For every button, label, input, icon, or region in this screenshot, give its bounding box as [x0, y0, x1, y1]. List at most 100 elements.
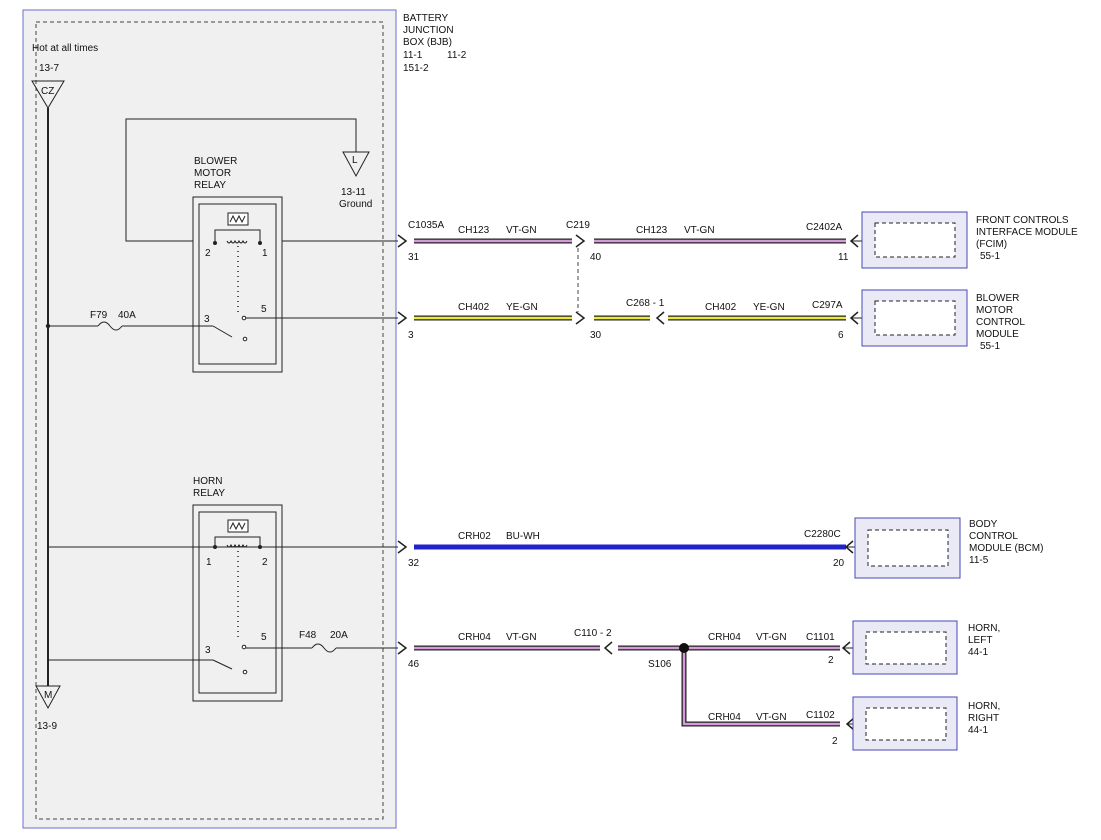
pin-3: 3: [408, 330, 414, 341]
wire-crh04: [414, 645, 840, 727]
m-label: M: [44, 690, 52, 701]
circuit-ch123-b-color: VT-GN: [684, 225, 715, 236]
circuit-crh04-a-color: VT-GN: [506, 632, 537, 643]
bjb-title-2: JUNCTION: [403, 25, 454, 36]
c268-chevron-right: [655, 311, 665, 325]
power-ref-top: 13-7: [39, 63, 59, 74]
circuit-crh04-a: CRH04: [458, 632, 491, 643]
blower-relay-pin-2: 2: [205, 248, 211, 259]
circuit-crh04-c: CRH04: [708, 712, 741, 723]
module-fcim: [861, 211, 968, 269]
bjb-ref-2: 11-2: [447, 50, 467, 61]
horn-relay-pin-3: 3: [205, 645, 211, 656]
circuit-ch402-a-color: YE-GN: [506, 302, 538, 313]
circuit-crh04-c-color: VT-GN: [756, 712, 787, 723]
cz-label: CZ: [41, 86, 54, 97]
bjb-title-3: BOX (BJB): [403, 37, 452, 48]
fcim-title-3: (FCIM): [976, 239, 1007, 250]
circuit-ch402-a: CH402: [458, 302, 490, 313]
blower-relay-pin-1: 1: [262, 248, 268, 259]
horn-right-title-2: RIGHT: [968, 713, 999, 724]
bjb-ref-3: 151-2: [403, 63, 429, 74]
horn-relay-pin-1: 1: [206, 557, 212, 568]
circuit-crh02: CRH02: [458, 531, 491, 542]
pin-31: 31: [408, 252, 420, 263]
connector-c2280c: C2280C: [804, 529, 841, 540]
horn-relay-title-1: HORN: [193, 476, 222, 487]
splice-s106: [679, 643, 689, 653]
circuit-crh04-b-color: VT-GN: [756, 632, 787, 643]
connector-c268: C268 - 1: [626, 298, 665, 309]
horn-relay-title-2: RELAY: [193, 488, 225, 499]
m-terminal-symbol: [35, 685, 61, 710]
fuse-f48-label: F48: [299, 630, 317, 641]
horn-relay: [192, 504, 283, 702]
circuit-ch123-b: CH123: [636, 225, 668, 236]
connector-c297a: C297A: [812, 300, 843, 311]
blower-relay-pin-5: 5: [261, 304, 267, 315]
circuit-ch402-b: CH402: [705, 302, 737, 313]
horn-relay-pin-2: 2: [262, 557, 268, 568]
bmcm-title-2: MOTOR: [976, 305, 1013, 316]
pin-6: 6: [838, 330, 844, 341]
circuit-ch123-a: CH123: [458, 225, 490, 236]
module-horn-right: [852, 696, 958, 751]
bcm-title-2: CONTROL: [969, 531, 1018, 542]
bmcm-title-1: BLOWER: [976, 293, 1019, 304]
module-blower-motor-control: [861, 289, 968, 347]
c219-chevron: [575, 234, 586, 248]
horn-left-title-2: LEFT: [968, 635, 992, 646]
fcim-ref: 55-1: [980, 251, 1000, 262]
module-bcm: [854, 517, 961, 579]
bjb-title-1: BATTERY: [403, 13, 449, 24]
ground-l-label: L: [352, 155, 358, 166]
bcm-ref: 11-5: [969, 555, 989, 566]
horn-left-title-1: HORN,: [968, 623, 1000, 634]
horn-relay-pin-5: 5: [261, 632, 267, 643]
bjb-ref-1: 11-1: [403, 50, 423, 61]
hot-at-all-times-label: Hot at all times: [32, 43, 98, 54]
f48-fuse-symbol: [311, 643, 337, 653]
circuit-ch123-a-color: VT-GN: [506, 225, 537, 236]
connector-c1101: C1101: [806, 632, 835, 643]
circuit-crh02-color: BU-WH: [506, 531, 540, 542]
ground-label: Ground: [339, 199, 372, 210]
blower-relay-pin-3: 3: [204, 314, 210, 325]
circuit-ch402-b-color: YE-GN: [753, 302, 785, 313]
connector-c2402a: C2402A: [806, 222, 842, 233]
pin-46: 46: [408, 659, 420, 670]
c110-chevron: [603, 641, 613, 655]
horn-left-ref: 44-1: [968, 647, 988, 658]
ground-ref: 13-11: [341, 187, 366, 198]
pin-30: 30: [590, 330, 602, 341]
pin-2-horn-right: 2: [832, 736, 838, 747]
c268-chevron-left: [575, 311, 586, 325]
blower-relay-title-2: MOTOR: [194, 168, 231, 179]
horn-right-title-1: HORN,: [968, 701, 1000, 712]
battery-junction-box: [22, 9, 397, 829]
fcim-title-1: FRONT CONTROLS: [976, 215, 1069, 226]
bmcm-title-3: CONTROL: [976, 317, 1025, 328]
module-horn-left: [852, 620, 958, 675]
pin-32: 32: [408, 558, 420, 569]
bmcm-ref: 55-1: [980, 341, 1000, 352]
circuit-crh04-b: CRH04: [708, 632, 741, 643]
connector-c1035a: C1035A: [408, 220, 444, 231]
ground-terminal-symbol: [342, 151, 370, 178]
fuse-f79-label: F79: [90, 310, 108, 321]
bcm-title-1: BODY: [969, 519, 998, 530]
f79-fuse-symbol: [97, 321, 123, 331]
bmcm-title-4: MODULE: [976, 329, 1019, 340]
connector-c219: C219: [566, 220, 590, 231]
cz-terminal-symbol: [31, 80, 65, 109]
splice-s106-label: S106: [648, 659, 672, 670]
pin-2-horn-left: 2: [828, 655, 834, 666]
fuse-f48-amps: 20A: [330, 630, 348, 641]
power-ref-bottom: 13-9: [37, 721, 57, 732]
blower-motor-relay: [192, 196, 283, 373]
horn-right-ref: 44-1: [968, 725, 988, 736]
fcim-title-2: INTERFACE MODULE: [976, 227, 1078, 238]
blower-relay-title-1: BLOWER: [194, 156, 237, 167]
bcm-title-3: MODULE (BCM): [969, 543, 1043, 554]
